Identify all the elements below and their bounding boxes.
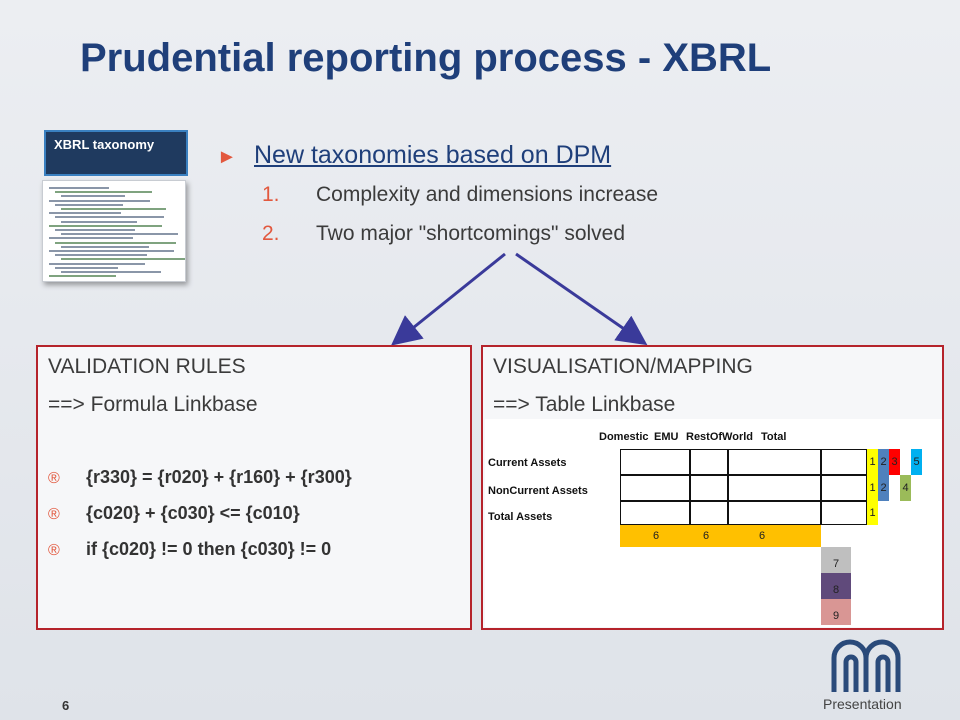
row-marker: 5 [911,449,922,475]
table-cell [728,501,821,525]
table-cell [690,449,728,475]
rule-item: ® if {c020} != 0 then {c030} != 0 [48,539,331,560]
box-subtitle: ==> Table Linkbase [493,393,676,416]
arrow-left [390,252,506,346]
thumbnail-line [55,266,118,269]
rule-text: if {c020} != 0 then {c030} != 0 [86,539,332,559]
row-header: Current Assets [488,457,567,469]
thumbnail-line [61,245,149,248]
row-header: NonCurrent Assets [488,485,588,497]
thumbnail-line [55,216,164,219]
taxonomy-thumbnail [42,180,186,282]
column-header: Total [761,431,787,443]
table-cell [728,449,821,475]
main-bullet: New taxonomies based on DPM [254,141,612,169]
sub-item-text: Complexity and dimensions increase [316,183,658,206]
thumbnail-line [49,250,174,252]
table-cell [620,501,690,525]
page-number: 6 [62,698,70,713]
stack-marker: 8 [821,573,851,599]
thumbnail-line [49,224,162,227]
column-header: EMU [654,431,679,443]
thumbnail-line [55,191,152,194]
table-cell [620,475,690,501]
xbrl-taxonomy-badge: XBRL taxonomy [44,130,188,176]
rule-marker-icon: ® [48,470,60,487]
footer-label: Presentation [823,696,902,712]
row-marker [900,449,911,475]
thumbnail-line [55,254,147,257]
table-cell [690,475,728,501]
validation-rules-box: VALIDATION RULES ==> Formula Linkbase ® {… [36,345,472,630]
table-cell [620,449,690,475]
rule-marker-icon: ® [48,542,60,559]
sub-item-number: 1. [262,183,280,206]
rule-marker-icon: ® [48,506,60,523]
column-header: Domestic [599,431,649,443]
box-subtitle: ==> Formula Linkbase [48,393,258,416]
thumbnail-line [61,220,137,223]
column-marker: 6 [758,530,766,542]
thumbnail-line [55,229,135,231]
table-cell [821,475,867,501]
column-marker: 6 [652,530,660,542]
thumbnail-line [61,271,161,273]
sub-item: 2. Two major "shortcomings" solved [262,222,625,246]
rule-text: {r330} = {r020} + {r160} + {r300} [86,467,352,487]
thumbnail-line [61,208,166,210]
row-marker [889,475,900,501]
row-marker: 1 [867,501,878,525]
rule-item: ® {r330} = {r020} + {r160} + {r300} [48,467,352,488]
arrow-right [515,252,648,346]
table-cell [821,501,867,525]
box-title: VALIDATION RULES [48,355,246,378]
thumbnail-line [55,241,176,244]
column-marker: 6 [702,530,710,542]
rule-item: ® {c020} + {c030} <= {c010} [48,503,300,524]
sub-item-number: 2. [262,222,280,245]
table-cell [821,449,867,475]
thumbnail-line [49,199,150,202]
thumbnail-line [61,258,185,261]
column-marker-band [620,525,821,547]
stack-marker: 9 [821,599,851,625]
table-cell [690,501,728,525]
row-marker: 1 [867,475,878,501]
sub-item-text: Two major "shortcomings" solved [316,222,626,245]
bullet-arrow-icon: ► [217,146,237,168]
thumbnail-line [49,275,116,278]
row-header: Total Assets [488,511,553,523]
table-linkbase-grid: Domestic EMU RestOfWorld Total Current A… [485,419,942,627]
column-header: RestOfWorld [686,431,754,443]
box-title: VISUALISATION/MAPPING [493,355,753,378]
thumbnail-line [55,203,123,206]
sub-item: 1. Complexity and dimensions increase [262,183,658,207]
row-marker: 4 [900,475,911,501]
thumbnail-line [49,237,133,240]
visualisation-mapping-box: VISUALISATION/MAPPING ==> Table Linkbase… [481,345,944,630]
slide-title: Prudential reporting process - XBRL [80,36,772,80]
row-marker: 3 [889,449,900,475]
rule-text: {c020} + {c030} <= {c010} [86,503,300,523]
thumbnail-line [49,212,121,215]
thumbnail-line [49,187,109,189]
thumbnail-line [61,195,125,198]
thumbnail-line [49,262,145,265]
stack-marker: 7 [821,547,851,573]
table-cell [728,475,821,501]
thumbnail-line [61,233,178,236]
row-marker: 1 [867,449,878,475]
logo-icon [831,639,901,692]
row-marker: 2 [878,475,889,501]
row-marker: 2 [878,449,889,475]
